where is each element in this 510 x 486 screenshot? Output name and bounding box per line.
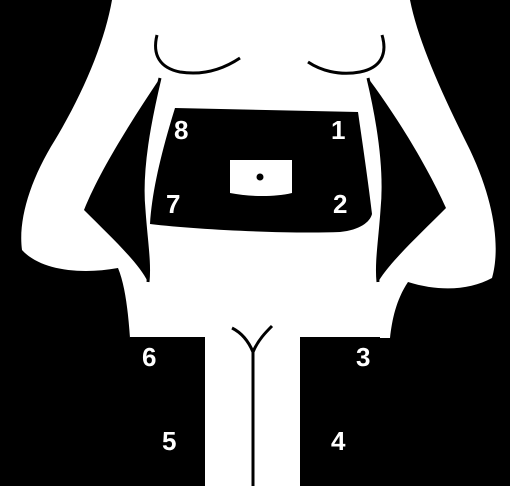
site-label-2: 2 [333, 189, 347, 219]
site-label-4: 4 [331, 426, 346, 456]
site-label-6: 6 [142, 342, 156, 372]
site-label-3: 3 [356, 342, 370, 372]
site-label-8: 8 [174, 115, 188, 145]
site-label-7: 7 [166, 189, 180, 219]
site-label-5: 5 [162, 426, 176, 456]
site-label-1: 1 [331, 115, 345, 145]
navel-dot-icon [257, 174, 264, 181]
